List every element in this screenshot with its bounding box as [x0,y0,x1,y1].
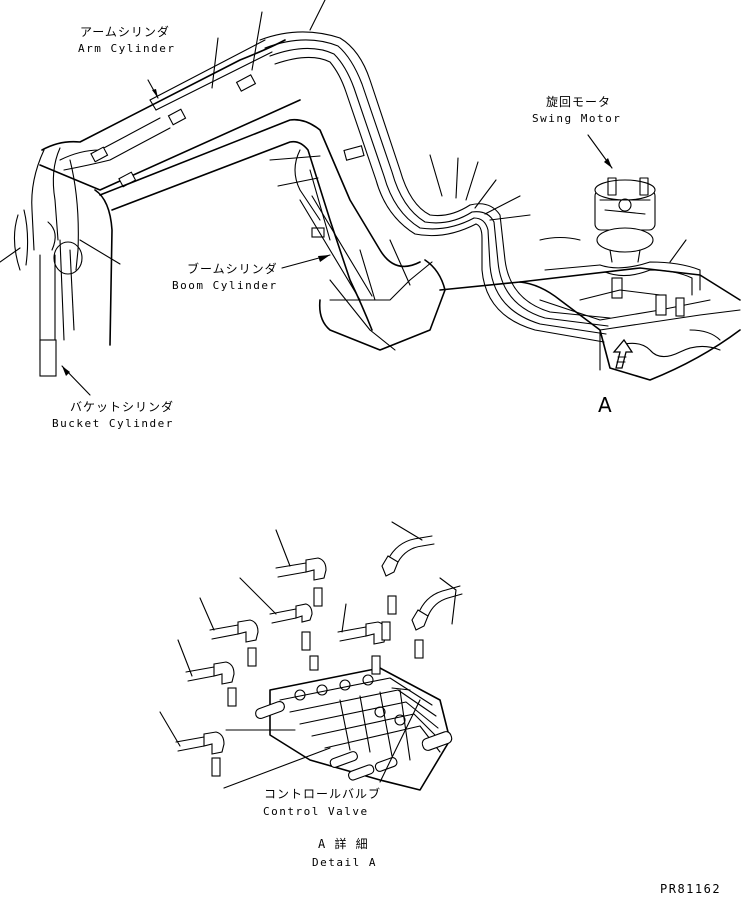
hose-elbows [175,535,463,755]
control-valve-label-jp: コントロールバルブ [264,786,381,801]
drawing-code: PR81162 [660,882,721,896]
bucket-cylinder [39,221,83,377]
swing-motor-label-jp: 旋回モータ [546,95,611,109]
boom [99,118,421,331]
hose-bundle [259,31,611,343]
arm-cylinder-label-jp: アームシリンダ [80,24,170,39]
control-valve-body [255,667,453,791]
boom-cylinder [299,195,373,331]
detail-a-label-jp: A 詳 細 [318,836,369,851]
upper-valve-fittings [579,277,685,317]
arm-cylinder [59,39,273,188]
leader-lines-upper [0,0,687,396]
view-direction-arrow-icon [612,338,634,369]
control-valve-label-en: Control Valve [263,805,369,818]
bucket-cylinder-label-en: Bucket Cylinder [52,417,174,430]
boom-cylinder-label-en: Boom Cylinder [172,279,278,292]
view-marker-a: A [598,393,612,417]
excavator-assembly: アームシリンダ Arm Cylinder 旋回モータ Swing Motor ブ… [0,0,741,430]
detail-a-control-valve: コントロールバルブ Control Valve A 詳 細 Detail A [159,521,463,869]
adapters [211,587,424,777]
boom-cylinder-label-jp: ブームシリンダ [187,261,278,276]
detail-a-label-en: Detail A [312,856,377,869]
swing-motor [594,177,701,296]
bucket-cylinder-label-jp: バケットシリンダ [70,399,174,414]
swing-motor-label-en: Swing Motor [532,112,621,125]
revolving-frame [439,236,741,381]
arm-cylinder-label-en: Arm Cylinder [78,42,175,55]
leader-lines-lower [159,521,457,789]
swing-bracket [318,239,446,351]
